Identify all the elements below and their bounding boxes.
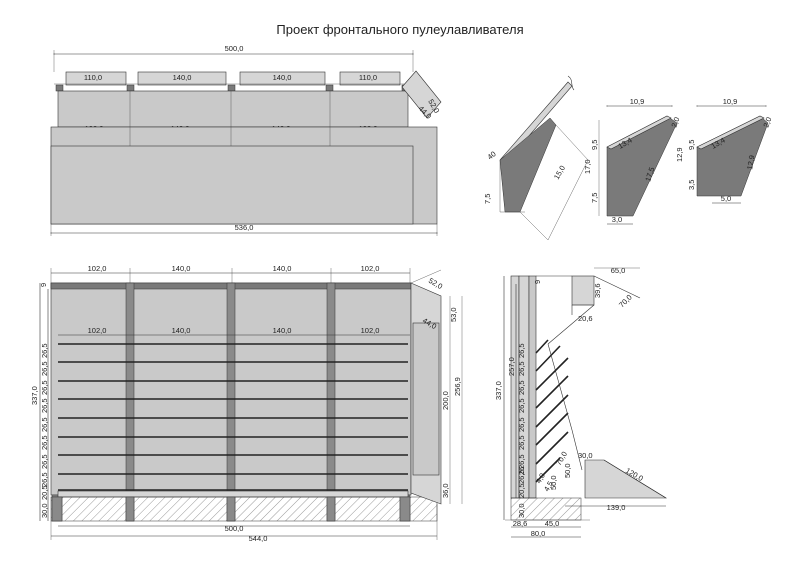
top-overall-500: 500,0 <box>225 44 244 53</box>
front-shelves <box>58 343 408 491</box>
profile-b-3-0: 3,0 <box>612 215 622 224</box>
profile-a-15: 15,0 <box>552 164 567 181</box>
profile-c-12-9: 12,9 <box>675 147 684 162</box>
profile-c-12-9b: 12,9 <box>745 154 756 170</box>
top-overall-536: 536,0 <box>235 223 254 232</box>
side-70: 70,0 <box>617 293 634 310</box>
front-top-seg-3: 140,0 <box>273 264 292 273</box>
top-view: 500,0 110,0 140,0 140,0 110,0 52,0 44,0 … <box>50 44 442 236</box>
side-base-45: 45,0 <box>545 519 560 528</box>
front-side-256: 256,9 <box>453 377 462 396</box>
profile-a-7-5: 7,5 <box>483 194 492 204</box>
side-view: 65,0 39,6 70,0 20,6 9 30,0 120,0 139,0 7… <box>494 266 668 538</box>
side-fins <box>535 339 569 483</box>
profile-b: 10,9 13,4 2,0 9,5 17,0 7,5 17,5 3,0 <box>583 97 681 225</box>
front-top-seg-1: 102,0 <box>88 264 107 273</box>
cap-label-1: 110,0 <box>84 73 102 82</box>
side-base-80: 80,0 <box>531 529 546 538</box>
front-top-seg-2: 140,0 <box>172 264 191 273</box>
front-stack-6: 26,5 <box>40 435 49 450</box>
profile-b-2-0: 2,0 <box>669 116 681 129</box>
side-stack-7: 26,5 <box>517 454 526 469</box>
side-20-6: 20,6 <box>578 314 593 323</box>
front-top-small-9: 9 <box>39 283 48 287</box>
cap-label-2: 140,0 <box>173 73 192 82</box>
side-stack-5: 26,5 <box>517 417 526 432</box>
side-ramp-30: 30,0 <box>578 451 593 460</box>
front-stack-5: 26,5 <box>40 417 49 432</box>
front-stack-3: 26,5 <box>40 380 49 395</box>
front-side-53: 53,0 <box>449 307 458 322</box>
cap-label-4: 110,0 <box>359 73 377 82</box>
profile-a-40: 40 <box>486 149 498 161</box>
side-stack-8: 26,5 <box>517 469 526 484</box>
profile-a: 40 15,0 7,5 <box>483 75 589 241</box>
profile-c-5-0: 5,0 <box>721 194 731 203</box>
drawing-title: Проект фронтального пулеулавливателя <box>276 22 523 37</box>
side-stack-2: 26,5 <box>517 361 526 376</box>
side-stack-1: 26,5 <box>517 343 526 358</box>
side-height-257: 257,0 <box>507 357 516 376</box>
front-inner-seg-3: 140,0 <box>273 326 292 335</box>
front-stack-1: 26,5 <box>40 343 49 358</box>
side-stack-9: 26 <box>517 467 526 475</box>
front-stack-2: 26,5 <box>40 361 49 376</box>
front-side-36: 36,0 <box>441 483 450 498</box>
front-inner-seg-2: 140,0 <box>172 326 191 335</box>
side-base-28-6: 28,6 <box>513 519 528 528</box>
profile-c-3-5: 3,5 <box>687 180 696 190</box>
front-stack-4: 26,5 <box>40 398 49 413</box>
profile-b-10-9: 10,9 <box>630 97 645 106</box>
front-stack-9: 20,5 <box>40 485 49 500</box>
profile-c-2-0: 2,0 <box>761 116 773 129</box>
profile-b-17-5: 17,5 <box>643 166 656 183</box>
front-bottom-544: 544,0 <box>249 534 268 543</box>
side-50: 50,0 <box>563 463 572 478</box>
side-ramp-139: 139,0 <box>607 503 626 512</box>
front-side-52: 52,0 <box>427 276 444 291</box>
profile-c-10-9: 10,9 <box>723 97 738 106</box>
side-stack-11: 30,0 <box>517 503 526 518</box>
side-top-65: 65,0 <box>611 266 626 275</box>
front-stack-10: 30,0 <box>40 503 49 518</box>
side-9: 9 <box>533 280 542 284</box>
profile-b-17-0: 17,0 <box>583 159 592 174</box>
side-stack-3: 26,5 <box>517 380 526 395</box>
front-stack-7: 26,5 <box>40 454 49 469</box>
front-stack-8: 26,5 <box>40 472 49 487</box>
front-height-337: 337,0 <box>30 386 39 405</box>
front-inner-seg-4: 102,0 <box>361 326 380 335</box>
side-stack-10: 20,5 <box>517 483 526 498</box>
front-inner-seg-1: 102,0 <box>88 326 107 335</box>
profile-b-9-5: 9,5 <box>590 140 599 150</box>
profile-b-7-5: 7,5 <box>590 193 599 203</box>
side-50b: 50,0 <box>549 475 558 490</box>
front-bottom-500: 500,0 <box>225 524 244 533</box>
cap-label-3: 140,0 <box>273 73 292 82</box>
profile-c: 10,9 13,4 2,0 12,9 9,5 3,5 12,9 5,0 <box>675 97 773 204</box>
front-top-seg-4: 102,0 <box>361 264 380 273</box>
side-stack-4: 26,5 <box>517 398 526 413</box>
side-stack-6: 26,5 <box>517 435 526 450</box>
front-view: 102,0 140,0 140,0 102,0 102,0 140,0 140,… <box>30 264 463 543</box>
side-39-6: 39,6 <box>593 283 602 298</box>
side-height-337: 337,0 <box>494 381 503 400</box>
front-side-200: 200,0 <box>441 391 450 410</box>
profile-c-9-5: 9,5 <box>687 140 696 150</box>
